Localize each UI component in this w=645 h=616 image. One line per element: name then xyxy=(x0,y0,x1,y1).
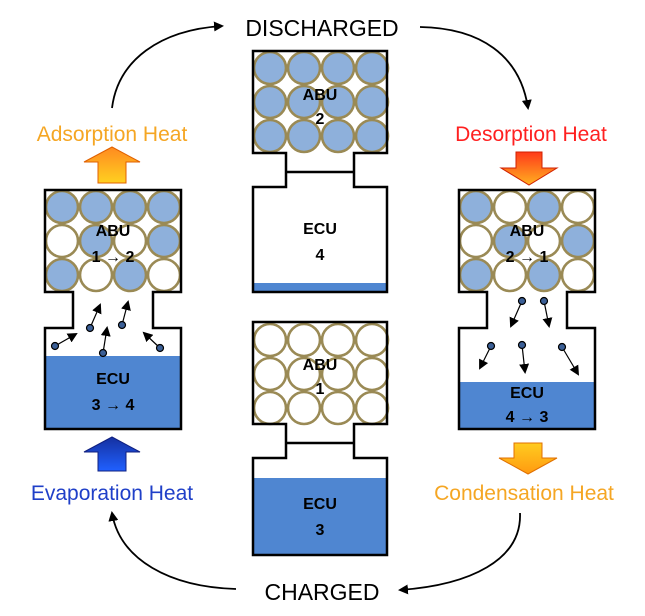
left-abu-label: ABU xyxy=(96,223,131,240)
right-abu-label: ABU xyxy=(510,223,545,240)
center-top-ecu-water xyxy=(253,283,387,291)
right-unit-outline xyxy=(457,188,597,431)
right-ecu-change: 4 → 3 xyxy=(506,409,549,426)
center-bottom-abu-sorbent xyxy=(252,322,390,426)
adsorption-heat-label: Adsorption Heat xyxy=(37,123,188,146)
state-charged-label: CHARGED xyxy=(264,579,379,605)
evaporation-heat-label: Evaporation Heat xyxy=(31,482,193,505)
center-bottom-abu-level: 1 xyxy=(316,381,325,398)
left-ecu-label: ECU xyxy=(96,371,130,388)
center-top-ecu-level: 4 xyxy=(316,247,325,264)
center-bottom-ecu-label: ECU xyxy=(303,496,337,513)
left-abu-change: 1 → 2 xyxy=(92,249,135,266)
right-ecu-label: ECU xyxy=(510,385,544,402)
left-unit-outline xyxy=(43,188,183,431)
right-ecu-water xyxy=(459,382,595,429)
right-abu-sorbent xyxy=(458,189,596,293)
center-bottom-unit: ABU 1 ECU 3 xyxy=(251,320,390,557)
center-top-abu-level: 2 xyxy=(316,111,325,128)
desorption-heat-arrow xyxy=(499,151,559,186)
center-top-abu-label: ABU xyxy=(303,87,338,104)
evaporation-heat-arrow xyxy=(83,436,141,472)
desorption-heat-label: Desorption Heat xyxy=(455,123,607,146)
center-bottom-unit-outline xyxy=(251,320,389,557)
center-bottom-abu-label: ABU xyxy=(303,357,338,374)
left-abu-sorbent xyxy=(44,189,182,293)
center-top-unit: ABU 2 ECU 4 xyxy=(251,49,390,294)
cycle-arrow-bottom-left xyxy=(108,511,237,590)
right-unit: ABU 2 → 1 ECU 4 → 3 xyxy=(457,188,597,431)
cycle-arrow-top-right xyxy=(419,26,532,110)
condensation-heat-arrow xyxy=(498,442,558,475)
right-vapor-particles xyxy=(479,296,580,376)
center-bottom-ecu-level: 3 xyxy=(316,522,325,539)
center-bottom-ecu-water xyxy=(253,478,387,555)
cycle-arrow-top-left xyxy=(111,21,224,109)
center-top-unit-outline xyxy=(251,49,389,294)
left-ecu-change: 3 → 4 xyxy=(92,397,135,414)
cycle-arrow-bottom-right xyxy=(398,512,521,595)
center-top-ecu-label: ECU xyxy=(303,221,337,238)
left-unit: ABU 1 → 2 ECU 3 → 4 xyxy=(43,188,183,431)
state-discharged-label: DISCHARGED xyxy=(245,15,398,41)
right-abu-change: 2 → 1 xyxy=(506,249,549,266)
adsorption-heat-arrow xyxy=(83,146,141,184)
left-ecu-water xyxy=(45,356,181,429)
left-vapor-particles xyxy=(50,300,165,358)
condensation-heat-label: Condensation Heat xyxy=(434,482,614,505)
